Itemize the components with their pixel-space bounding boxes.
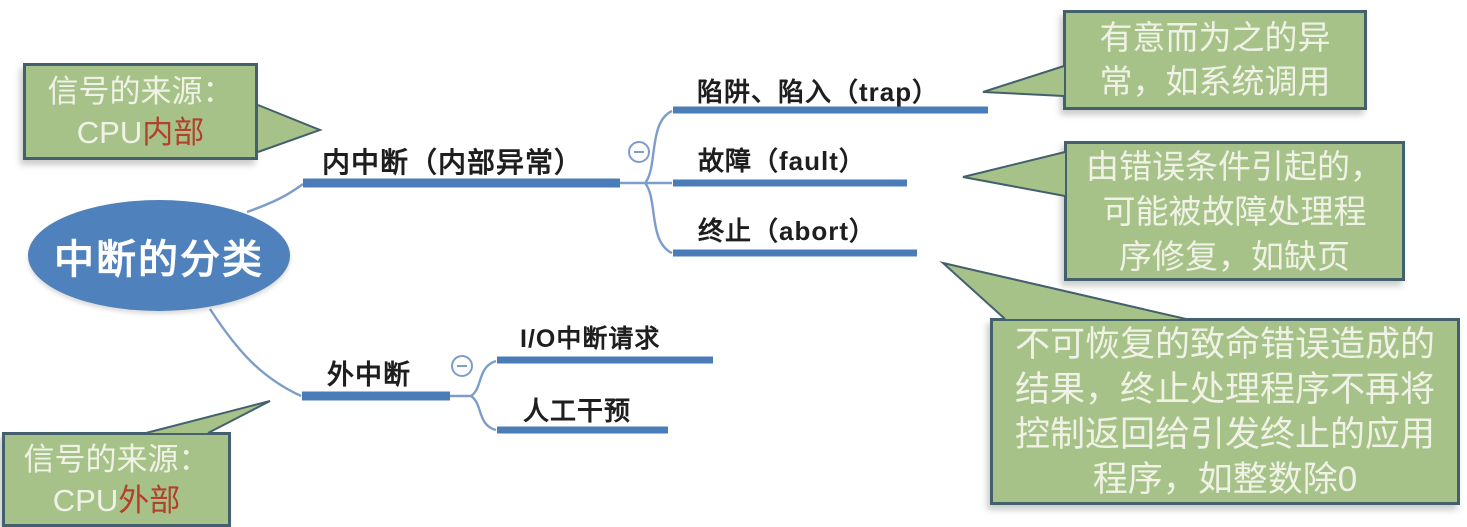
brace-external (468, 359, 497, 432)
callout-line: 信号的来源： (23, 441, 210, 477)
connector-root-internal (246, 183, 304, 214)
callout-abort-text: 不可恢复的致命错误造成的 结果，终止处理程序不再将 控制返回给引发终止的应用 程… (1014, 324, 1435, 499)
connector-root-external (208, 308, 302, 398)
branch-abort[interactable]: 终止（abort） (698, 216, 877, 246)
collapse-minus-icon-external[interactable] (451, 355, 473, 377)
callout-line: 信号的来源： (47, 73, 234, 109)
cpu-prefix: CPU (52, 482, 119, 518)
callout-fault-text: 由错误条件引起的， 可能被故障处理程 序修复，如缺页 (1086, 147, 1383, 275)
highlight-internal: 内部 (142, 114, 205, 150)
callout-trap-note[interactable]: 有意而为之的异 常，如系统调用 (1063, 10, 1367, 110)
highlight-external: 外部 (118, 482, 181, 518)
collapse-minus-icon-internal[interactable] (628, 141, 650, 163)
callout-trap-text: 有意而为之的异 常，如系统调用 (1099, 19, 1331, 100)
callout-signal-source-internal[interactable]: 信号的来源： CPU内部 (23, 63, 258, 160)
branch-internal-interrupt[interactable]: 内中断（内部异常） (322, 147, 584, 178)
callout-signal-source-external[interactable]: 信号的来源： CPU外部 (2, 432, 231, 527)
branch-fault[interactable]: 故障（fault） (698, 146, 866, 176)
callout-line: CPU外部 (53, 480, 180, 521)
branch-manual-intervention[interactable]: 人工干预 (523, 396, 632, 426)
callout-line: CPU内部 (77, 112, 204, 153)
branch-io-request[interactable]: I/O中断请求 (520, 325, 661, 353)
root-topic[interactable]: 中断的分类 (28, 200, 290, 311)
root-topic-label: 中断的分类 (54, 237, 264, 282)
callout-fault-note[interactable]: 由错误条件引起的， 可能被故障处理程 序修复，如缺页 (1064, 141, 1405, 281)
callout-abort-note[interactable]: 不可恢复的致命错误造成的 结果，终止处理程序不再将 控制返回给引发终止的应用 程… (990, 318, 1460, 505)
cpu-prefix: CPU (76, 114, 143, 150)
branch-external-interrupt[interactable]: 外中断 (327, 360, 411, 390)
branch-trap[interactable]: 陷阱、陷入（trap） (697, 77, 940, 107)
